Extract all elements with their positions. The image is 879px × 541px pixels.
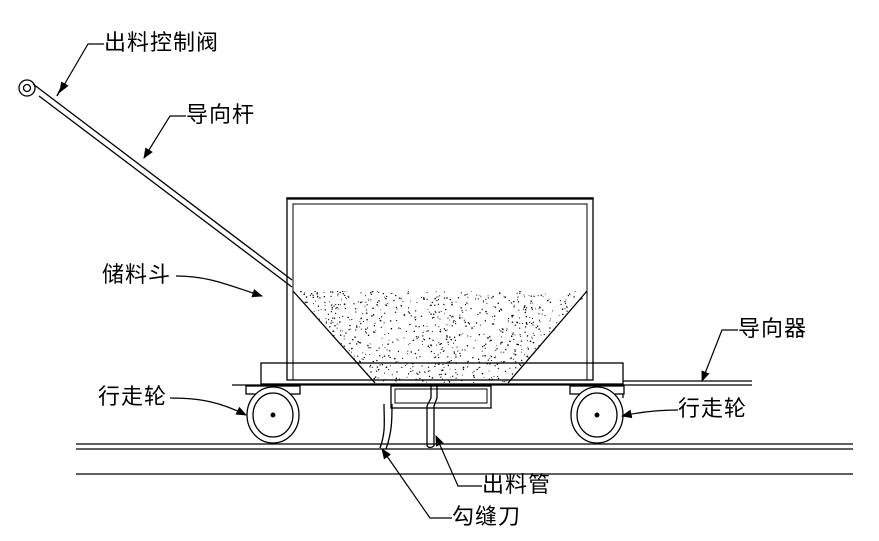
label-guide-rod: 导向杆 bbox=[186, 103, 256, 128]
leader-guide-rod bbox=[143, 115, 186, 159]
seam-knife bbox=[379, 403, 393, 450]
leader-guide bbox=[701, 329, 738, 383]
leader-lines bbox=[59, 43, 738, 519]
leader-wheel-left bbox=[169, 397, 247, 416]
leader-discharge-pipe bbox=[435, 435, 482, 487]
discharge-pipe bbox=[426, 384, 438, 449]
label-hopper: 储料斗 bbox=[102, 263, 172, 288]
label-wheel-left: 行走轮 bbox=[98, 385, 168, 410]
leader-wheel-right bbox=[620, 409, 679, 419]
wheel-right bbox=[569, 385, 625, 444]
leader-discharge-valve bbox=[59, 43, 104, 93]
leader-hopper bbox=[175, 275, 264, 298]
rail-lines bbox=[76, 443, 853, 475]
label-discharge-pipe: 出料管 bbox=[482, 473, 552, 498]
wheel-left bbox=[245, 385, 301, 444]
label-discharge-valve: 出料控制阀 bbox=[104, 31, 220, 56]
hopper bbox=[286, 197, 594, 384]
handle-ring bbox=[18, 79, 36, 97]
label-guide: 导向器 bbox=[738, 317, 808, 342]
guide-rod bbox=[18, 79, 293, 288]
label-wheel-right: 行走轮 bbox=[678, 397, 748, 422]
leader-seam-knife bbox=[381, 448, 452, 519]
cart-frame bbox=[232, 362, 752, 409]
material-fill bbox=[293, 291, 590, 383]
label-seam-knife: 勾缝刀 bbox=[452, 505, 522, 530]
